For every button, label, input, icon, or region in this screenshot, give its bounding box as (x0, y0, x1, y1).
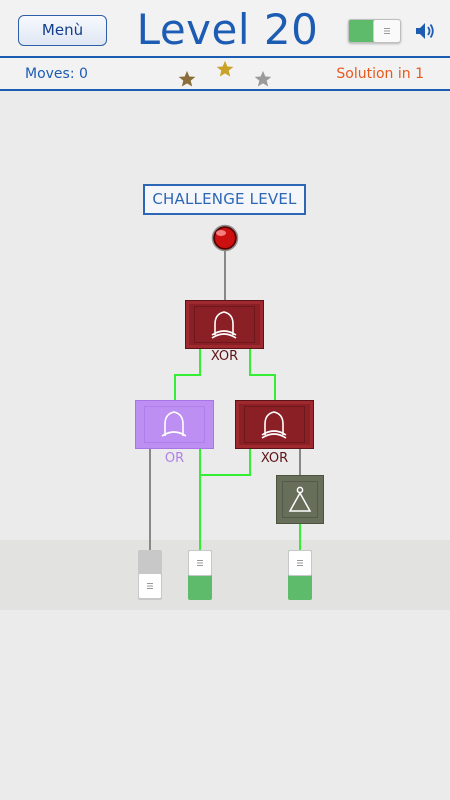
grip-icon (197, 560, 203, 566)
gate-label-or: OR (164, 451, 185, 466)
menu-button[interactable]: Menù (18, 15, 107, 46)
grip-icon (147, 583, 153, 589)
switch-3-handle[interactable] (288, 550, 312, 576)
speaker-icon[interactable] (414, 20, 436, 42)
gate-label-xor-top: XOR (210, 349, 239, 364)
moves-counter: Moves: 0 (25, 66, 88, 82)
level-title: Level 20 (136, 5, 319, 54)
wire-branch (200, 449, 251, 476)
wire-xor-xor (249, 349, 276, 401)
gate-label-xor-right: XOR (260, 451, 289, 466)
star-icon (254, 70, 272, 87)
switch-2-handle[interactable] (188, 550, 212, 576)
grip-icon (384, 28, 390, 34)
gate-not[interactable] (276, 475, 324, 524)
not-gate-icon (288, 486, 312, 512)
switch-floor (0, 540, 450, 610)
gate-or-left[interactable] (135, 400, 214, 449)
xor-gate-icon (212, 310, 237, 339)
gate-xor-right[interactable] (235, 400, 314, 449)
challenge-banner: CHALLENGE LEVEL (143, 184, 306, 215)
wire-xor-or (174, 349, 201, 401)
or-gate-icon (162, 410, 187, 437)
grip-icon (297, 560, 303, 566)
toggle-knob[interactable] (373, 20, 400, 42)
star-icon (178, 70, 196, 87)
sound-toggle[interactable] (348, 19, 401, 43)
solution-hint: Solution in 1 (336, 66, 424, 82)
header-divider (0, 56, 450, 58)
gate-xor-top[interactable] (185, 300, 264, 349)
lamp-highlight (216, 230, 226, 236)
status-divider (0, 89, 450, 91)
xor-gate-icon (262, 410, 287, 439)
switch-1-handle[interactable] (138, 573, 162, 599)
star-icon (216, 60, 234, 77)
